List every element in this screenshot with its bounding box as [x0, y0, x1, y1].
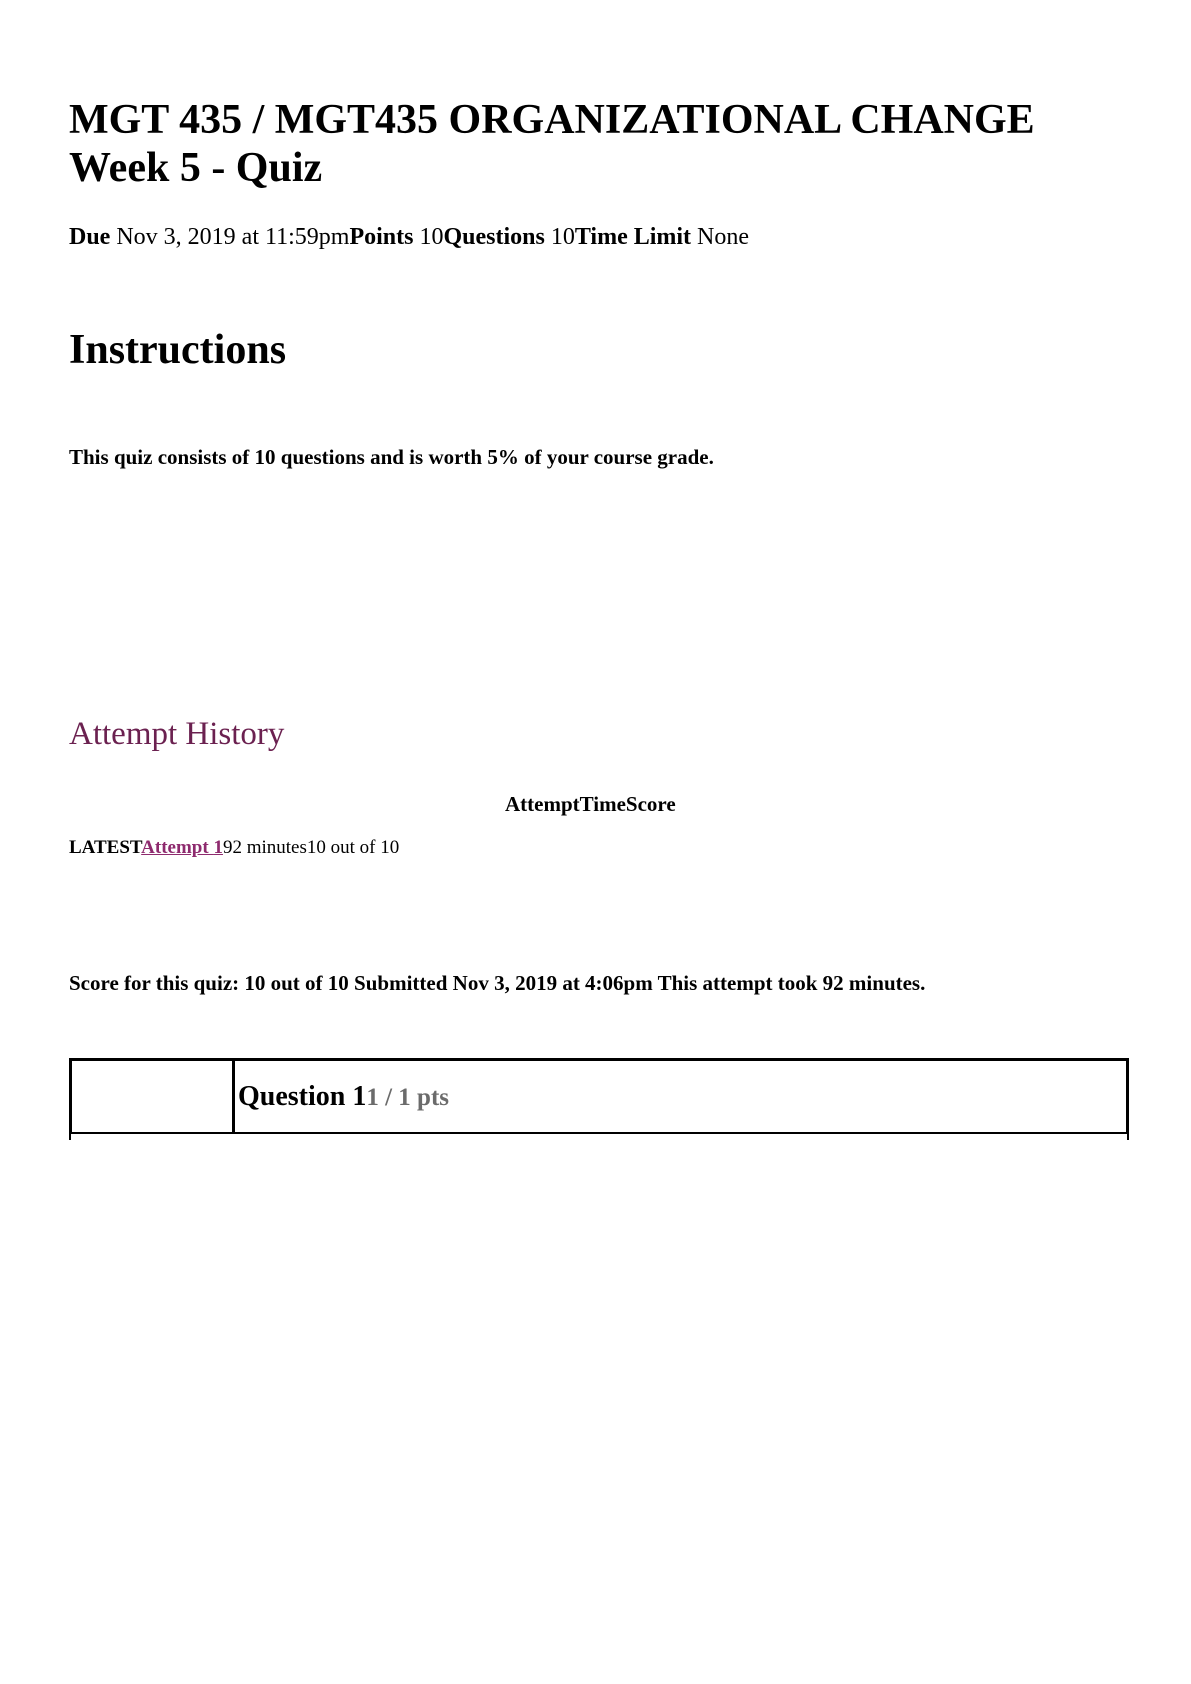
- score-summary: Score for this quiz: 10 out of 10 Submit…: [69, 971, 926, 995]
- page-title: MGT 435 / MGT435 ORGANIZATIONAL CHANGE W…: [69, 96, 1129, 192]
- question-title: Question 11 / 1 pts: [238, 1081, 449, 1114]
- question-box-right-tick: [1127, 1132, 1129, 1140]
- page-title-line-1: MGT 435 / MGT435 ORGANIZATIONAL CHANGE: [69, 97, 1035, 143]
- page-title-line-2: Week 5 - Quiz: [69, 145, 323, 191]
- attempt-time: 92 minutes: [222, 837, 307, 858]
- table-row: LATESTAttempt 192 minutes10 out of 10: [69, 836, 399, 860]
- attempt-link-number: 1: [213, 837, 223, 858]
- questions-label: Questions: [443, 224, 545, 250]
- column-header-score: Score: [625, 792, 676, 816]
- time-limit-label: Time Limit: [574, 224, 692, 250]
- question-box-left-tick: [69, 1132, 71, 1140]
- time-limit-value: None: [691, 224, 750, 250]
- column-header-time: Time: [579, 792, 626, 816]
- quiz-meta: Due Nov 3, 2019 at 11:59pmPoints 10Quest…: [69, 223, 749, 251]
- instructions-heading: Instructions: [69, 327, 287, 373]
- points-value: 10: [413, 224, 444, 250]
- due-label: Due: [69, 224, 111, 250]
- attempt-history-heading: Attempt History: [69, 716, 285, 752]
- column-header-attempt: Attempt: [505, 792, 580, 816]
- question-points: 1 / 1 pts: [366, 1084, 450, 1111]
- attempt-link[interactable]: Attempt 1: [141, 837, 223, 858]
- attempt-link-label: Attempt: [141, 837, 214, 858]
- question-header-box: Question 11 / 1 pts: [69, 1058, 1129, 1140]
- question-box-divider: [232, 1061, 235, 1132]
- due-value: Nov 3, 2019 at 11:59pm: [110, 224, 350, 250]
- points-label: Points: [349, 224, 414, 250]
- questions-value: 10: [544, 224, 575, 250]
- attempt-score: 10 out of 10: [306, 837, 400, 858]
- latest-badge: LATEST: [69, 837, 142, 858]
- attempt-table-header: AttemptTimeScore: [505, 791, 676, 817]
- instructions-text: This quiz consists of 10 questions and i…: [69, 445, 714, 469]
- question-label: Question 1: [238, 1081, 367, 1112]
